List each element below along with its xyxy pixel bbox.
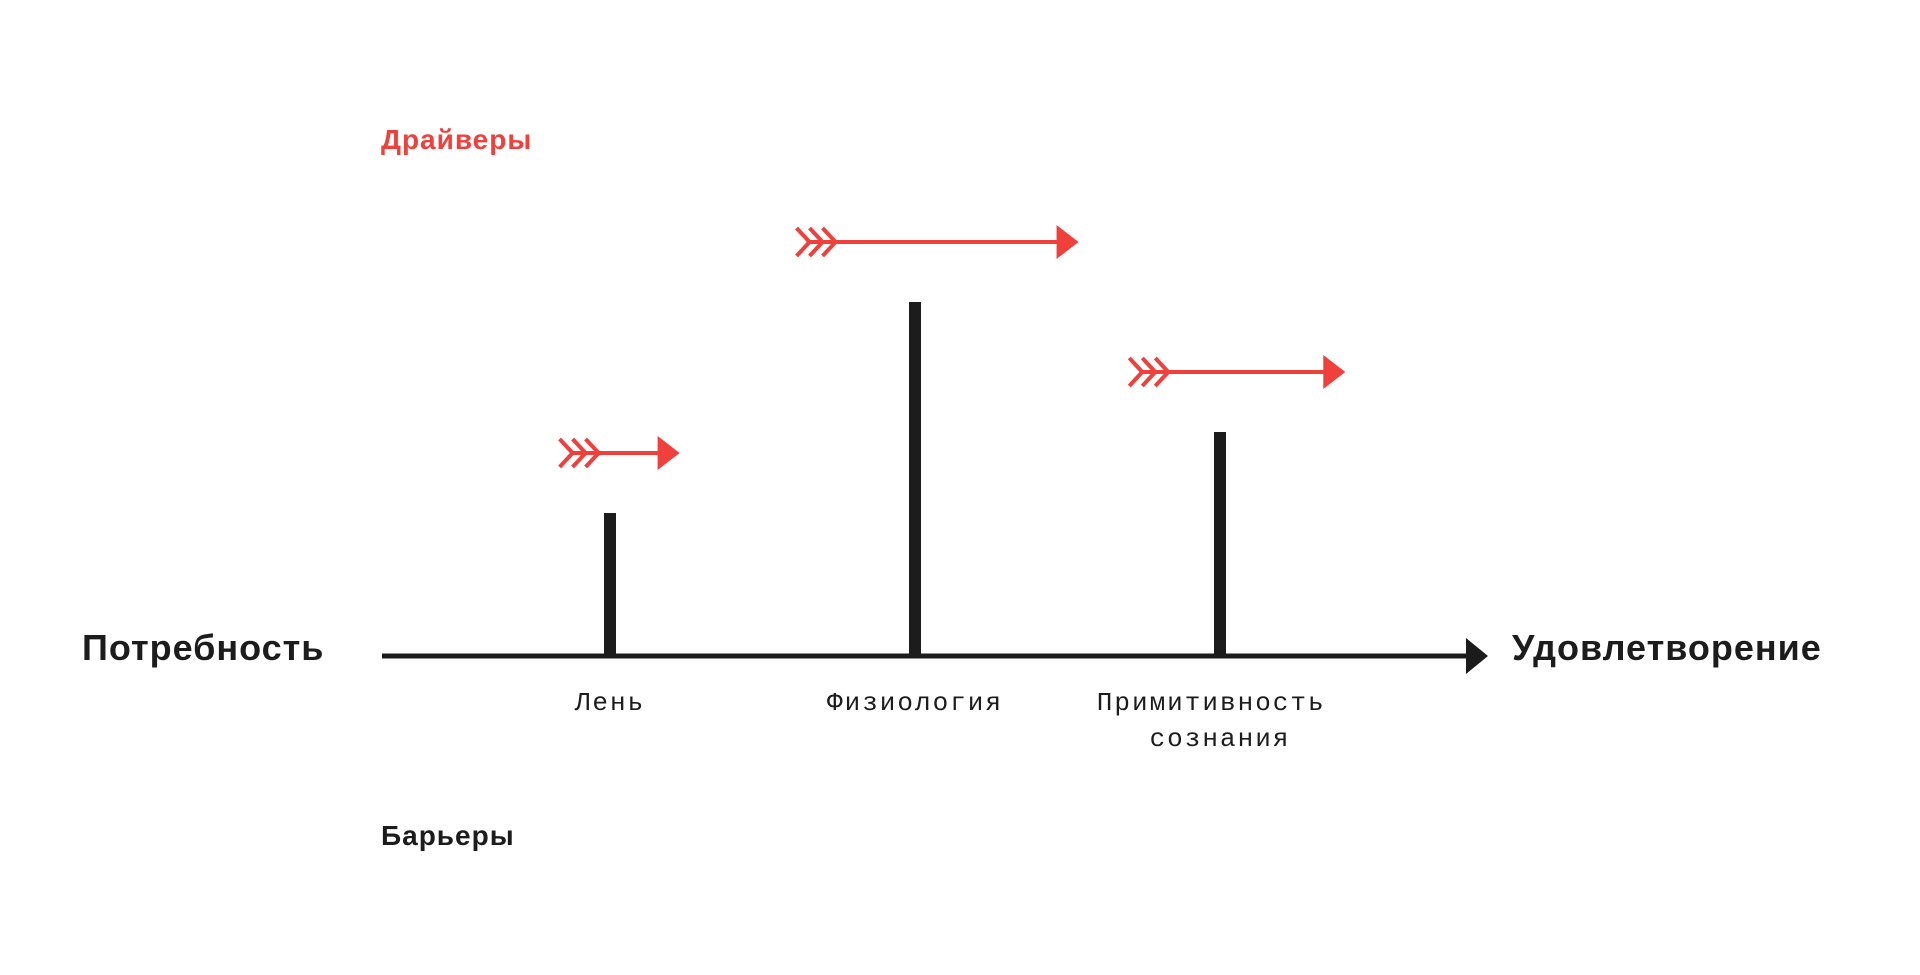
driver-arrow <box>558 436 680 470</box>
barrier-label-line2: сознания <box>1150 724 1291 754</box>
driver-arrow-head <box>1323 355 1346 389</box>
barrier-laziness: Лень <box>558 436 680 718</box>
drivers-label: Драйверы <box>381 124 532 155</box>
barrier-label: Физиология <box>827 688 1003 718</box>
barrier-label: Примитивность сознания <box>1097 688 1343 754</box>
barrier-label-line1: Физиология <box>827 688 1003 718</box>
axis-end-label: Удовлетворение <box>1512 627 1822 668</box>
driver-arrow-fletching <box>1127 356 1172 388</box>
driver-arrow-fletching <box>795 226 839 258</box>
barrier-label-line1: Примитивность <box>1097 688 1326 718</box>
barrier-primitive-consciousness: Примитивность сознания <box>1097 355 1346 754</box>
barrier-label: Лень <box>574 688 645 718</box>
barrier-bar <box>1214 432 1226 654</box>
driver-arrow-head <box>657 436 680 470</box>
driver-arrow-head <box>1056 225 1079 259</box>
driver-arrow-fletching <box>558 437 602 469</box>
barrier-physiology: Физиология <box>795 225 1079 718</box>
barrier-bar <box>604 513 616 654</box>
main-axis-arrowhead <box>1466 638 1488 674</box>
driver-arrow <box>1127 355 1346 389</box>
driver-arrow <box>795 225 1079 259</box>
axis-start-label: Потребность <box>82 627 324 668</box>
barrier-bar <box>909 302 921 654</box>
barrier-label-line1: Лень <box>574 688 645 718</box>
barriers-label: Барьеры <box>381 820 515 851</box>
